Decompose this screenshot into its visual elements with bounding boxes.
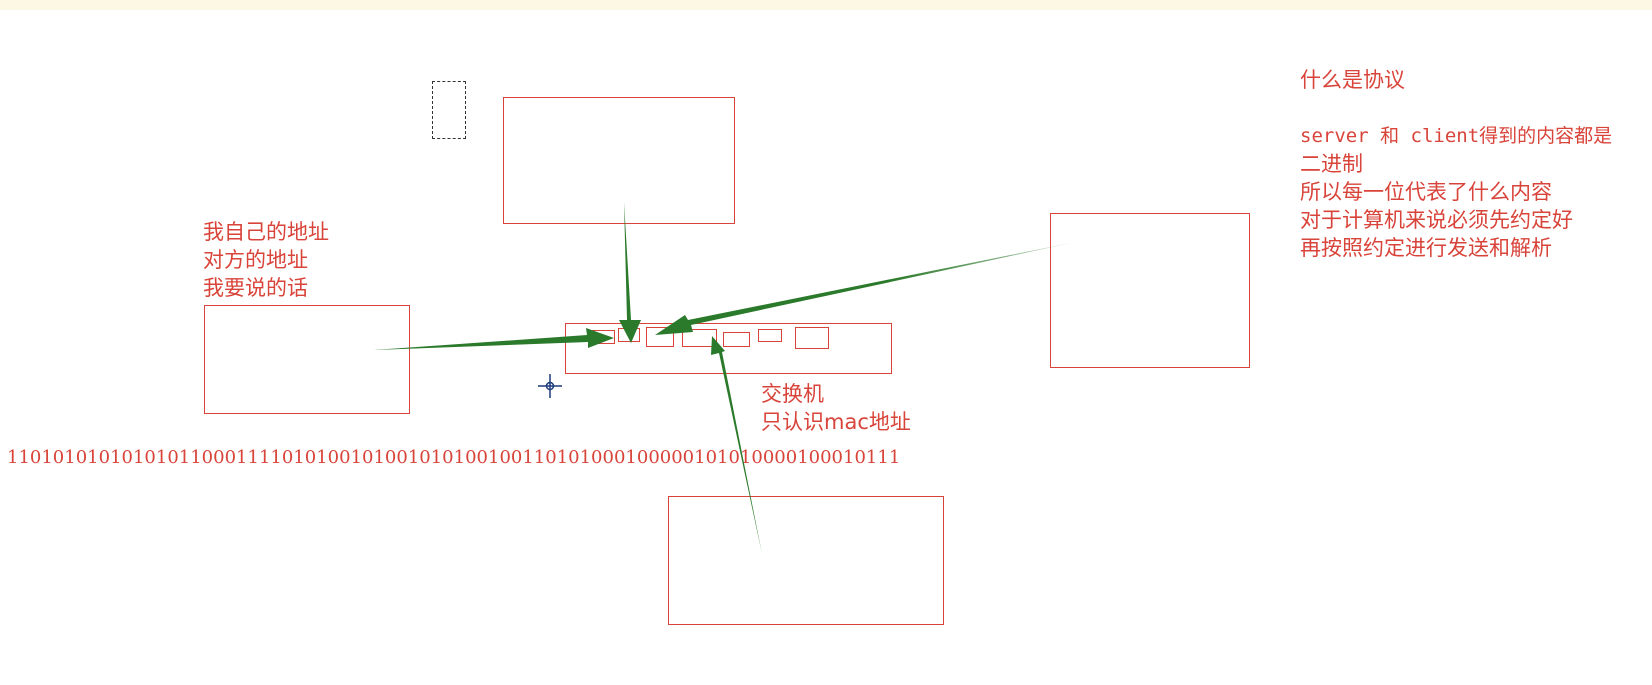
arrow-left-to-switch: [374, 328, 614, 350]
switch-box: [565, 323, 892, 374]
packet-label-line-2: 对方的地址: [203, 248, 308, 272]
selection-marquee: [432, 81, 466, 139]
packet-label-line-3: 我要说的话: [203, 276, 308, 300]
switch-port-3: [646, 327, 674, 347]
computer-left: [204, 305, 410, 414]
switch-port-6: [758, 329, 782, 342]
computer-right: [1050, 213, 1250, 368]
notes-title: 什么是协议: [1300, 68, 1405, 92]
switch-label-line-1: 交换机: [761, 382, 824, 406]
computer-top: [503, 97, 735, 224]
switch-port-4: [682, 329, 717, 347]
notes-line-1: server 和 client得到的内容都是: [1300, 125, 1613, 147]
notes-line-3: 所以每一位代表了什么内容: [1300, 180, 1552, 204]
notes-line-5: 再按照约定进行发送和解析: [1300, 236, 1552, 260]
switch-label-line-2: 只认识mac地址: [761, 410, 911, 434]
binary-stream: 1101010101010101100011110101001010010101…: [7, 447, 901, 468]
arrow-right-to-switch: [655, 240, 1085, 335]
top-bar: [0, 0, 1652, 10]
crosshair-cursor-icon: [538, 374, 562, 398]
packet-label-line-1: 我自己的地址: [203, 220, 329, 244]
switch-port-7: [795, 327, 829, 349]
switch-port-5: [723, 332, 750, 347]
notes-line-4: 对于计算机来说必须先约定好: [1300, 208, 1573, 232]
arrow-bottom-to-switch: [711, 336, 762, 554]
computer-bottom: [668, 496, 944, 625]
notes-line-2: 二进制: [1300, 152, 1363, 176]
arrow-top-to-switch: [619, 202, 641, 343]
